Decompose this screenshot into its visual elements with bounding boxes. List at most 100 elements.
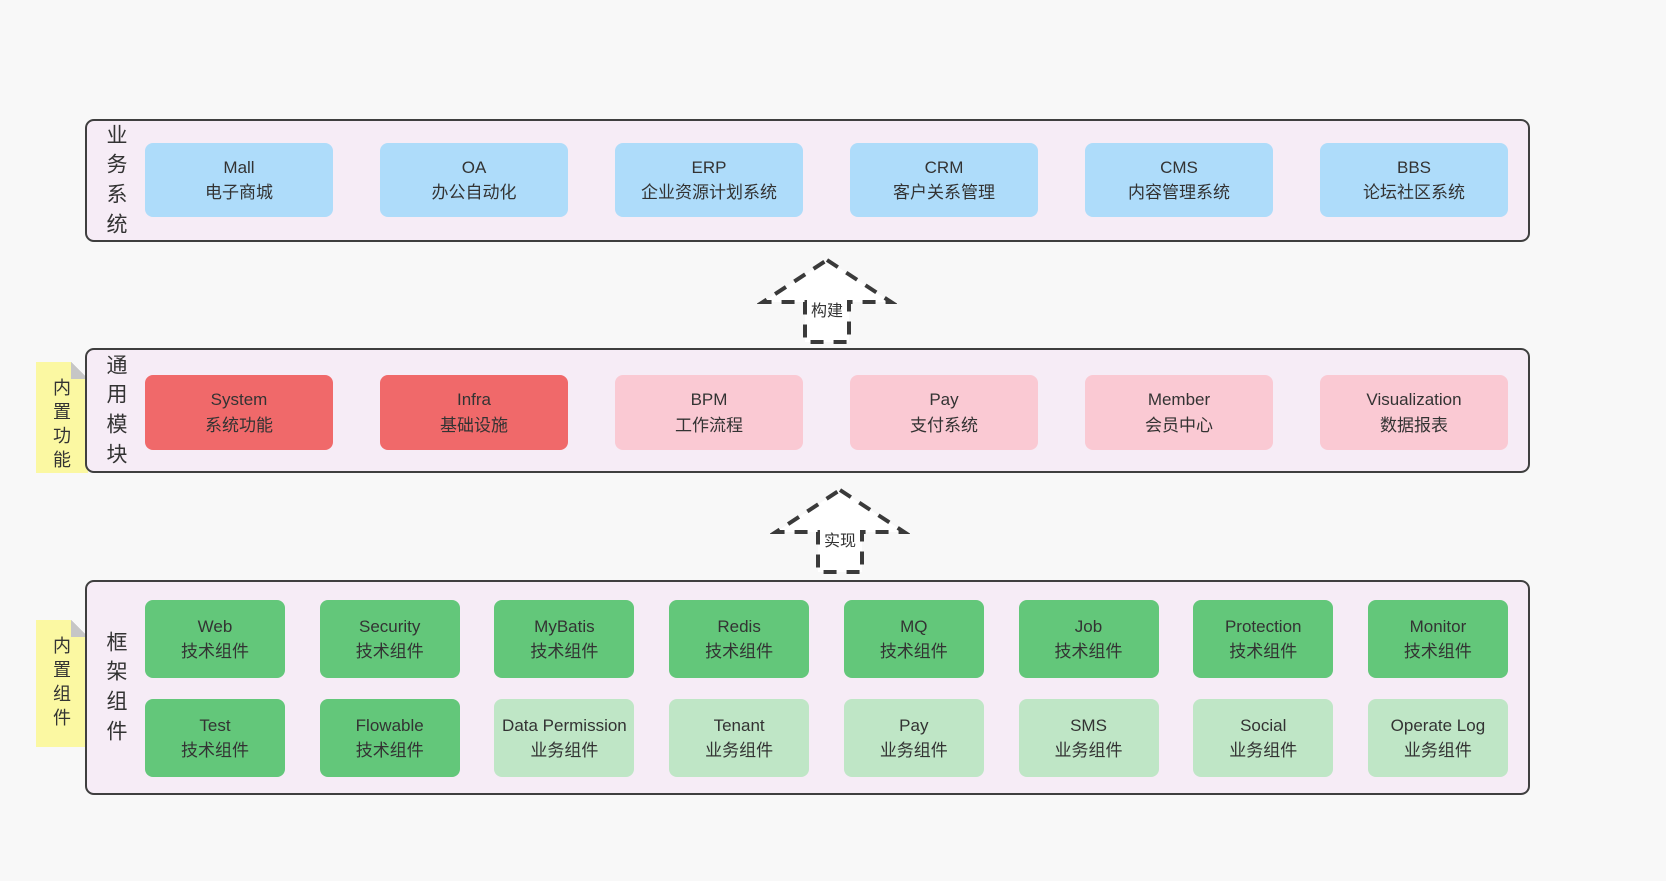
box-member: Member 会员中心: [1085, 375, 1273, 450]
module-box-row: System 系统功能 Infra 基础设施 BPM 工作流程 Pay 支付系统…: [145, 375, 1508, 450]
folded-corner-icon: [71, 620, 88, 637]
box-title: MQ: [900, 616, 928, 636]
box-mq: MQ 技术组件: [843, 600, 984, 678]
box-social: Social 业务组件: [1193, 699, 1334, 777]
box-title: Operate Log: [1390, 715, 1486, 735]
box-test: Test 技术组件: [145, 699, 285, 777]
box-title: ERP: [691, 157, 727, 177]
box-title: Job: [1074, 616, 1103, 636]
box-title: OA: [461, 157, 487, 177]
box-visualization: Visualization 数据报表: [1320, 375, 1508, 450]
box-subtitle: 客户关系管理: [893, 183, 995, 202]
box-subtitle: 企业资源计划系统: [641, 183, 777, 202]
box-subtitle: 支付系统: [910, 415, 978, 435]
sticky-note-built-in-features: 内置功能: [36, 362, 88, 473]
box-mall: Mall 电子商城: [145, 143, 333, 217]
arrow-label: 实现: [820, 527, 860, 551]
box-web: Web 技术组件: [145, 600, 285, 678]
box-subtitle: 技术组件: [530, 642, 599, 661]
box-subtitle: 业务组件: [1229, 741, 1298, 760]
box-system: System 系统功能: [145, 375, 333, 450]
box-title: CRM: [924, 157, 964, 177]
box-title: Infra: [456, 390, 492, 409]
box-title: Flowable: [355, 715, 424, 735]
box-subtitle: 业务组件: [705, 741, 774, 760]
box-subtitle: 技术组件: [1229, 642, 1298, 661]
band-label: 框架组件: [106, 630, 128, 744]
implement-arrow: 实现: [770, 486, 910, 575]
build-arrow: 构建: [757, 256, 897, 345]
box-cms: CMS 内容管理系统: [1085, 143, 1273, 217]
box-title: Web: [197, 616, 233, 636]
box-subtitle: 系统功能: [205, 415, 273, 435]
box-subtitle: 数据报表: [1380, 415, 1448, 435]
box-subtitle: 内容管理系统: [1128, 183, 1230, 202]
box-pay-module: Pay 支付系统: [850, 375, 1038, 450]
band-business-systems: 业务系统 Mall 电子商城 OA 办公自动化 ERP 企业资源计划系统 CRM…: [85, 119, 1530, 242]
box-subtitle: 基础设施: [440, 415, 508, 435]
sticky-note-built-in-components: 内置组件: [36, 620, 88, 747]
box-title: Social: [1240, 715, 1287, 735]
box-redis: Redis 技术组件: [669, 600, 810, 678]
box-title: Member: [1147, 390, 1211, 409]
box-title: Redis: [717, 616, 761, 636]
box-security: Security 技术组件: [319, 600, 460, 678]
business-box-row: Mall 电子商城 OA 办公自动化 ERP 企业资源计划系统 CRM 客户关系…: [145, 143, 1508, 217]
box-erp: ERP 企业资源计划系统: [615, 143, 803, 217]
box-data-permission: Data Permission 业务组件: [494, 699, 635, 777]
box-subtitle: 技术组件: [705, 642, 774, 661]
box-subtitle: 技术组件: [1054, 642, 1123, 661]
box-subtitle: 技术组件: [355, 642, 424, 661]
box-subtitle: 办公自动化: [431, 183, 517, 202]
box-title: MyBatis: [534, 616, 595, 636]
box-subtitle: 技术组件: [181, 642, 249, 661]
box-subtitle: 业务组件: [530, 741, 599, 760]
arrow-label: 构建: [807, 297, 847, 321]
box-title: BBS: [1396, 157, 1432, 177]
box-infra: Infra 基础设施: [380, 375, 568, 450]
box-title: Pay: [929, 390, 959, 409]
box-oa: OA 办公自动化: [380, 143, 568, 217]
sticky-note-label: 内置组件: [53, 636, 71, 729]
band-common-modules: 通用模块 System 系统功能 Infra 基础设施 BPM 工作流程 Pay…: [85, 348, 1530, 473]
box-subtitle: 技术组件: [181, 741, 249, 760]
band-label: 业务系统: [106, 123, 128, 237]
box-subtitle: 电子商城: [205, 183, 273, 202]
folded-corner-icon: [71, 362, 88, 379]
box-title: SMS: [1070, 715, 1107, 735]
box-operate-log: Operate Log 业务组件: [1367, 699, 1508, 777]
box-subtitle: 会员中心: [1145, 415, 1213, 435]
box-subtitle: 技术组件: [355, 741, 424, 760]
box-bbs: BBS 论坛社区系统: [1320, 143, 1508, 217]
box-bpm: BPM 工作流程: [615, 375, 803, 450]
band-label: 通用模块: [106, 353, 128, 467]
box-title: System: [210, 390, 268, 409]
box-title: Data Permission: [502, 715, 627, 735]
box-title: Pay: [899, 715, 929, 735]
box-subtitle: 论坛社区系统: [1363, 183, 1465, 202]
box-title: Protection: [1224, 616, 1302, 636]
box-protection: Protection 技术组件: [1193, 600, 1334, 678]
box-title: CMS: [1160, 157, 1198, 177]
box-flowable: Flowable 技术组件: [319, 699, 460, 777]
box-subtitle: 工作流程: [675, 415, 743, 435]
box-title: Visualization: [1366, 390, 1462, 409]
component-box-row-1: Web 技术组件 Security 技术组件 MyBatis 技术组件 Redi…: [145, 600, 1508, 678]
box-subtitle: 业务组件: [1403, 741, 1472, 760]
box-title: Monitor: [1409, 616, 1467, 636]
box-mybatis: MyBatis 技术组件: [494, 600, 635, 678]
box-title: BPM: [690, 390, 728, 409]
box-title: Mall: [223, 157, 255, 177]
component-box-row-2: Test 技术组件 Flowable 技术组件 Data Permission …: [145, 699, 1508, 777]
box-subtitle: 业务组件: [879, 741, 948, 760]
box-subtitle: 业务组件: [1054, 741, 1123, 760]
box-title: Test: [199, 715, 231, 735]
box-crm: CRM 客户关系管理: [850, 143, 1038, 217]
box-title: Tenant: [713, 715, 765, 735]
band-framework-components: 框架组件 Web 技术组件 Security 技术组件 MyBatis 技术组件…: [85, 580, 1530, 795]
sticky-note-label: 内置功能: [53, 378, 71, 471]
box-sms: SMS 业务组件: [1018, 699, 1159, 777]
box-pay-component: Pay 业务组件: [843, 699, 984, 777]
box-monitor: Monitor 技术组件: [1367, 600, 1508, 678]
